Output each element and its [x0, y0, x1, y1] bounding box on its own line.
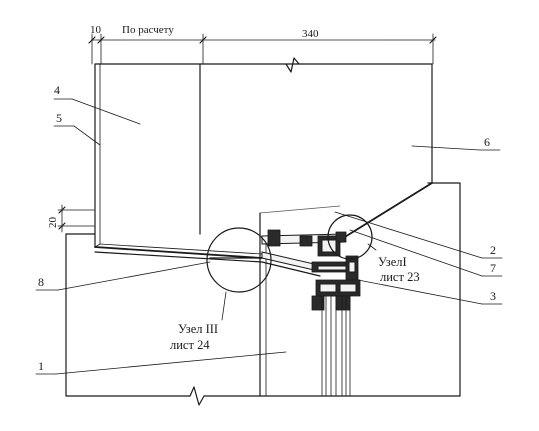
by-calc-dimension-label: По расчету	[122, 24, 174, 36]
node-3-sheet: лист 24	[170, 338, 210, 352]
window-sill-board	[94, 243, 263, 263]
node-references: УзелI лист 23 Узел III лист 24	[170, 255, 420, 352]
callout-1: 1	[38, 359, 44, 373]
callout-3: 3	[490, 289, 496, 303]
height-dimension: 20	[47, 204, 95, 233]
gap-dimension-label: 10	[90, 24, 102, 36]
width-dimension-label: 340	[302, 28, 319, 40]
callout-labels: 4 5 6 2 7 3 8 1	[38, 83, 496, 373]
node-1-circle	[327, 214, 373, 260]
top-dimension-chain: 10 По расчету 340	[88, 24, 437, 65]
node-3-circle	[206, 227, 272, 293]
callout-8: 8	[38, 275, 44, 289]
node-3-title: Узел III	[178, 322, 218, 336]
callout-4: 4	[54, 83, 60, 97]
callout-2: 2	[490, 243, 496, 257]
insulation-box	[94, 57, 433, 248]
callout-6: 6	[484, 135, 490, 149]
callout-7: 7	[490, 261, 496, 275]
callout-5: 5	[56, 111, 62, 125]
window-profile	[261, 229, 361, 397]
wall-outline	[65, 182, 461, 406]
height-dimension-label: 20	[47, 217, 59, 229]
node-1-title: УзелI	[378, 255, 407, 269]
leader-lines	[35, 98, 503, 375]
detail-circles	[206, 214, 373, 293]
node-1-sheet: лист 23	[380, 270, 420, 284]
facing-layer	[94, 63, 101, 248]
